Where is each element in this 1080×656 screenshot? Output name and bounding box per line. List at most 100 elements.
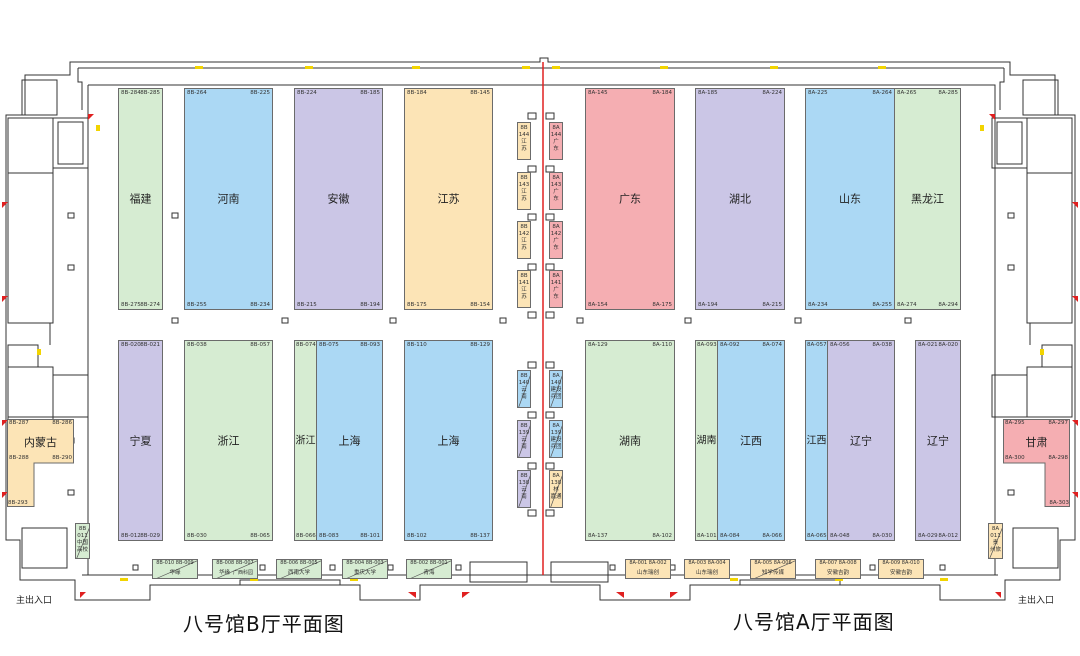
booth-heilongjiang[interactable]: 8A-265 8A-285 黑龙江 8A-274 8A-294 xyxy=(894,88,961,310)
booth-code: 8A-029 xyxy=(918,533,938,539)
booth-fujian[interactable]: 8B-284 8B-285 福建 8B-275 8B-274 xyxy=(118,88,163,310)
booth-code: 8B-004 8B-003 xyxy=(346,560,384,566)
hatch-line xyxy=(550,425,562,457)
booth-shanghai-1[interactable]: 8B-075 8B-093 上海 8B-083 8B-101 xyxy=(316,340,383,541)
booth-code: 8B-110 xyxy=(407,342,427,348)
booth-liaoning-2[interactable]: 8A-021 8A-020 辽宁 8A-029 8A-012 xyxy=(915,340,961,541)
booth-zhejiang-2[interactable]: 8B-074 浙江 8B-066 xyxy=(294,340,317,541)
booth-name: 上海 xyxy=(437,434,460,447)
booth-code: 8A-084 xyxy=(720,533,740,539)
booth-code: 8B-030 xyxy=(187,533,207,539)
hatch-line xyxy=(518,475,530,507)
bottom-booth-8a-001[interactable]: 8A-001 8A-002 山东瑞创 xyxy=(625,559,671,579)
booth-neimenggu[interactable]: 8B-287 8B-286 内蒙古 8B-288 8B-290 8B-293 xyxy=(7,419,74,507)
booth-code: 8A-294 xyxy=(938,302,958,308)
booth-name: 广东 xyxy=(619,192,641,206)
booth-code: 8B-021 xyxy=(140,342,160,348)
bottom-booth-8b-004[interactable]: 8B-004 8B-003 重庆大学 xyxy=(342,559,388,579)
booth-name: 江西 xyxy=(740,434,762,447)
booth-zhejiang[interactable]: 8B-038 8B-057 浙江 8B-030 8B-065 xyxy=(184,340,273,541)
booth-code: 8A-184 xyxy=(652,90,672,96)
bottom-booth-8a-009[interactable]: 8A-009 8A-010 安徽吉韵 xyxy=(878,559,924,579)
booth-gansu-shape xyxy=(1003,419,1070,507)
booth-hunan-2[interactable]: 8A-093 湖南 8A-101 xyxy=(695,340,718,541)
booth-code: 8B-137 xyxy=(470,533,490,539)
hatch-line xyxy=(216,560,257,578)
bottom-booth-8b-010[interactable]: 8B-010 8B-009 华缘 xyxy=(152,559,198,579)
booth-hunan[interactable]: 8A-129 8A-110 湖南 8A-137 8A-102 xyxy=(585,340,675,541)
booth-code: 8B-102 xyxy=(407,533,427,539)
booth-code: 8B-066 xyxy=(296,533,316,539)
booth-code: 8A-005 8A-006 xyxy=(754,560,792,566)
main-entrance-right-label: 主出入口 xyxy=(1018,596,1055,606)
bottom-booth-8a-007[interactable]: 8A-007 8A-008 安徽吉韵 xyxy=(815,559,861,579)
booth-name: 华缘 xyxy=(169,570,181,576)
booth-name: 华缘 xyxy=(219,570,231,576)
booth-code: 8A-225 xyxy=(808,90,828,96)
booth-code: 8A-285 xyxy=(938,90,958,96)
booth-jiangsu[interactable]: 8B-184 8B-145 江苏 8B-175 8B-154 xyxy=(404,88,493,310)
booth-code: 8B-286 xyxy=(52,420,72,426)
booth-shandong[interactable]: 8A-225 8A-264 山东 8A-234 8A-255 xyxy=(805,88,895,310)
booth-code: 8B-020 xyxy=(121,342,141,348)
booth-code: 8A-003 8A-004 xyxy=(688,560,726,566)
booth-liaoning-1[interactable]: 8A-056 8A-038 辽宁 8A-048 8A-030 xyxy=(827,340,895,541)
booth-code: 8A-137 xyxy=(588,533,608,539)
booth-name: 河南 xyxy=(217,192,240,206)
booth-name: 西南大学 xyxy=(287,570,310,576)
bottom-booth-8b-008[interactable]: 8B-008 8B-007 华缘 广西科园 xyxy=(212,559,258,579)
bottom-booth-8b-006[interactable]: 8B-006 8B-005 西南大学 xyxy=(276,559,322,579)
booth-code: 8B-083 xyxy=(319,533,339,539)
booth-name: 辽宁 xyxy=(850,434,872,447)
bottom-booth-8b-002[interactable]: 8B-002 8B-001 青海 xyxy=(406,559,452,579)
booth-henan[interactable]: 8B-264 8B-225 河南 8B-255 8B-234 xyxy=(184,88,273,310)
booth-guangdong[interactable]: 8A-145 8A-184 广东 8A-154 8A-175 xyxy=(585,88,675,310)
hatch-line xyxy=(518,375,530,407)
booth-name: 安徽吉韵 xyxy=(826,570,849,576)
booth-code: 8A-215 xyxy=(762,302,782,308)
booth-code: 8A-056 xyxy=(830,342,850,348)
booth-hubei[interactable]: 8A-185 8A-224 湖北 8A-194 8A-215 xyxy=(695,88,785,310)
booth-jiangxi-2[interactable]: 8A-057 江西 8A-065 xyxy=(805,340,828,541)
hatch-line xyxy=(156,560,197,578)
booth-code: 8A-001 8A-002 xyxy=(629,560,667,566)
booth-code: 8B-287 xyxy=(9,420,29,426)
booth-shanghai-2[interactable]: 8B-110 8B-129 上海 8B-102 8B-137 xyxy=(404,340,493,541)
hatch-line xyxy=(76,527,89,558)
booth-code: 8A-298 xyxy=(1048,455,1068,461)
hatch-line xyxy=(280,560,321,578)
booth-name: 重庆大学 xyxy=(353,570,376,576)
booth-name: 黑龙江 xyxy=(911,192,944,206)
booth-code: 8B-129 xyxy=(470,342,490,348)
booth-gansu[interactable]: 8A-295 8A-297 甘肃 8A-300 8A-298 8A-303 xyxy=(1003,419,1070,507)
booth-code: 8B-038 xyxy=(187,342,207,348)
booth-anhui[interactable]: 8B-224 8B-185 安徽 8B-215 8B-194 xyxy=(294,88,383,310)
bottom-booth-8a-005[interactable]: 8A-005 8A-006 知学传媒 xyxy=(750,559,796,579)
booth-ningxia[interactable]: 8B-020 8B-021 宁夏 8B-012 8B-029 xyxy=(118,340,163,541)
booth-code: 8A-129 xyxy=(588,342,608,348)
booth-name: 福建 xyxy=(129,192,152,206)
booth-jiangxi[interactable]: 8A-092 8A-074 江西 8A-084 8A-066 xyxy=(717,340,785,541)
booth-code: 8A-038 xyxy=(872,342,892,348)
bottom-booth-8a-003[interactable]: 8A-003 8A-004 山东瑞创 xyxy=(684,559,730,579)
